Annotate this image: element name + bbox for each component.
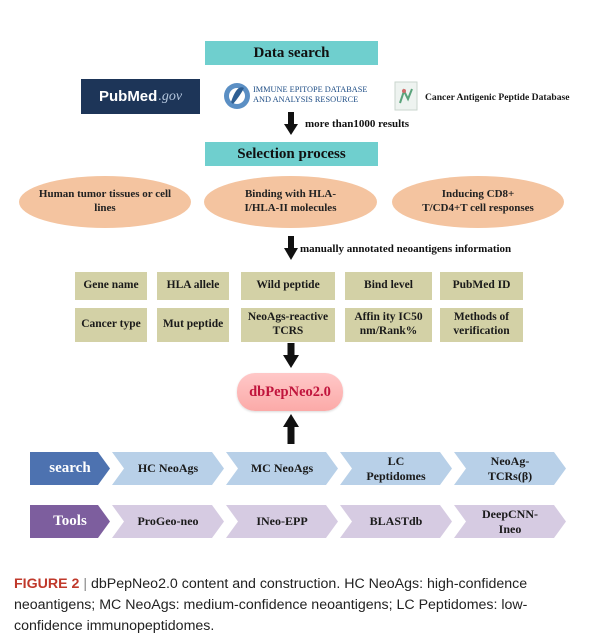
- caption-separator: |: [79, 576, 92, 592]
- database-dbpepneo: dbPepNeo2.0: [237, 373, 343, 411]
- field-gene-name: Gene name: [75, 272, 147, 300]
- field-verification-methods: Methods of verification: [440, 308, 523, 342]
- search-neoag-tcrs: NeoAg-TCRs(β): [454, 452, 566, 485]
- arrow-down-2: [284, 236, 298, 260]
- tool-ineo-epp: INeo-EPP: [226, 505, 338, 538]
- tools-label: Tools: [30, 505, 110, 538]
- selection-process-header: Selection process: [205, 142, 378, 166]
- arrow-down-3: [283, 343, 299, 368]
- criterion-hla-binding: Binding with HLA-I/HLA-II molecules: [204, 176, 377, 228]
- search-label: search: [30, 452, 110, 485]
- caption-text: dbPepNeo2.0 content and construction. HC…: [14, 576, 528, 634]
- arrow-down-1: [284, 112, 298, 135]
- pubmed-logo-part3: .gov: [158, 88, 183, 104]
- capd-logo: Cancer Antigenic Peptide Database: [394, 81, 584, 113]
- tool-progeo-neo: ProGeo-neo: [112, 505, 224, 538]
- tool-blastdb: BLASTdb: [340, 505, 452, 538]
- iedb-emblem-icon: [224, 83, 250, 109]
- field-bind-level: Bind level: [345, 272, 432, 300]
- data-search-header: Data search: [205, 41, 378, 65]
- field-cancer-type: Cancer type: [75, 308, 147, 342]
- field-wild-peptide: Wild peptide: [241, 272, 335, 300]
- field-pubmed-id: PubMed ID: [440, 272, 523, 300]
- search-hc-neoags: HC NeoAgs: [112, 452, 224, 485]
- pubmed-logo-part1: Pub: [98, 88, 128, 105]
- field-affinity: Affin ity IC50 nm/Rank%: [345, 308, 432, 342]
- iedb-logo: IMMUNE EPITOPE DATABASE AND ANALYSIS RES…: [222, 74, 382, 118]
- tool-deepcnn-ineo: DeepCNN-Ineo: [454, 505, 566, 538]
- criterion-tcell-response: Inducing CD8+ T/CD4+T cell responses: [392, 176, 564, 228]
- iedb-logo-line1: IMMUNE EPITOPE DATABASE: [253, 85, 368, 94]
- pubmed-logo-part2: Med: [127, 88, 158, 105]
- iedb-logo-line2: AND ANALYSIS RESOURCE: [253, 95, 359, 104]
- field-mut-peptide: Mut peptide: [157, 308, 229, 342]
- figure-label: FIGURE 2: [14, 576, 80, 592]
- capd-emblem-icon: [394, 81, 418, 111]
- field-hla-allele: HLA allele: [157, 272, 229, 300]
- capd-logo-text: Cancer Antigenic Peptide Database: [425, 92, 570, 103]
- arrow-up: [283, 414, 299, 444]
- results-note: more than1000 results: [305, 118, 410, 130]
- field-neoags-tcrs: NeoAgs-reactive TCRS: [241, 308, 335, 342]
- search-lc-peptidomes: LC Peptidomes: [340, 452, 452, 485]
- criterion-tissues: Human tumor tissues or cell lines: [19, 176, 191, 228]
- search-mc-neoags: MC NeoAgs: [226, 452, 338, 485]
- pubmed-logo: Pub Med .gov: [81, 79, 200, 114]
- annotation-note: manually annotated neoantigens informati…: [300, 243, 512, 255]
- figure-caption: FIGURE 2 | dbPepNeo2.0 content and const…: [14, 574, 584, 637]
